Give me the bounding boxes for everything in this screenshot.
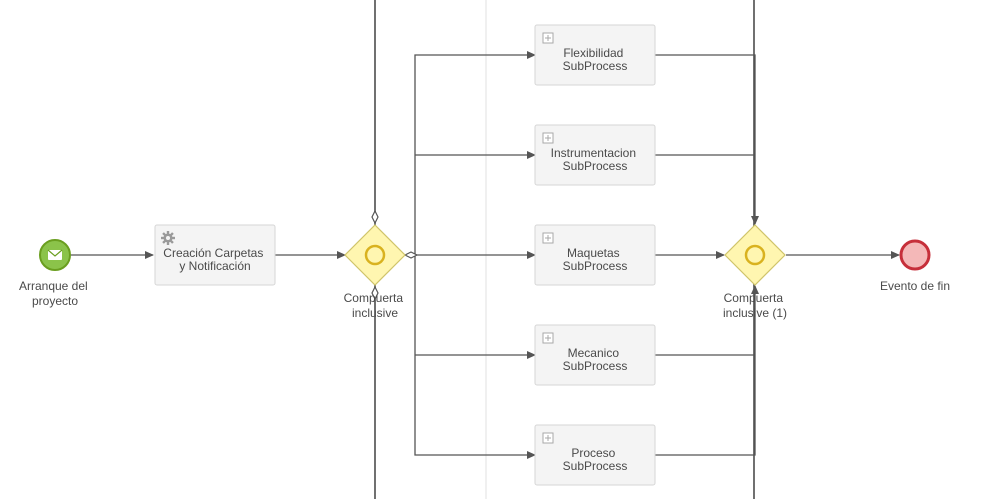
subprocess-label-line-1: Instrumentacion [551,146,636,160]
svg-text:Mecanico SubProcess: Mecanico SubProcess [563,346,628,373]
flow-gateway-to-flexibilidad[interactable] [414,51,536,255]
connector-diamond-right [403,251,419,259]
task-carpetas-label-line-1: Creación Carpetas [163,246,263,260]
svg-text:Flexibilidad SubProces: Flexibilidad SubProcess [563,46,628,73]
gateway-join[interactable]: Compuerta inclusive (1) [723,224,787,320]
flow-proceso-to-join[interactable] [655,285,759,456]
gateway-split-label-line-2: inclusive [352,306,398,320]
expand-icon[interactable] [542,132,554,144]
start-event[interactable]: Arranque del proyecto [19,239,91,308]
inclusive-marker-icon [744,244,766,266]
svg-text:Compuerta inclusive (1): Compuerta inclusive (1) [723,291,787,320]
end-event-label: Evento de fin [880,279,950,293]
subprocess-proceso[interactable]: Proceso SubProcess [534,424,656,486]
gateway-join-label-line-1: Compuerta [724,291,784,305]
gear-icon [161,231,175,245]
expand-icon[interactable] [542,32,554,44]
end-event[interactable]: Evento de fin [880,239,950,293]
subprocess-label-line-1: Proceso [571,446,615,460]
subprocess-label-line-1: Mecanico [568,346,620,360]
subprocess-instrumentacion[interactable]: Instrumentacion SubProcess [534,124,656,186]
subprocess-label-line-2: SubProcess [563,359,628,373]
svg-text:Evento de fin: Evento de fin [880,279,950,293]
svg-text:Compuerta inclusive: Compuerta inclusive [344,291,407,320]
expand-icon[interactable] [542,232,554,244]
expand-icon[interactable] [542,432,554,444]
subprocess-label-line-2: SubProcess [563,159,628,173]
expand-icon[interactable] [542,332,554,344]
svg-text:Proceso SubProcess: Proceso SubProcess [563,446,628,473]
subprocess-label-line-1: Maquetas [567,246,620,260]
subprocess-label-line-1: Flexibilidad [563,46,623,60]
start-event-label-line-1: Arranque del [19,279,88,293]
gateway-split[interactable]: Compuerta inclusive [344,224,407,320]
envelope-icon [47,249,63,260]
svg-text:Creación Carpetas y Noti: Creación Carpetas y Notificación [163,246,266,273]
gateway-split-label-line-1: Compuerta [344,291,404,305]
subprocess-mecanico[interactable]: Mecanico SubProcess [534,324,656,386]
subprocess-label-line-2: SubProcess [563,59,628,73]
svg-text:Instrumentacion SubPro: Instrumentacion SubProcess [551,146,640,173]
inclusive-marker-icon [364,244,386,266]
flow-gateway-to-proceso[interactable] [414,255,536,459]
task-carpetas-label-line-2: y Notificación [179,259,250,273]
subprocess-label-line-2: SubProcess [563,459,628,473]
start-event-label-line-2: proyecto [32,294,78,308]
subprocess-flexibilidad[interactable]: Flexibilidad SubProcess [534,24,656,86]
svg-text:Maquetas SubProcess: Maquetas SubProcess [563,246,628,273]
subprocess-label-line-2: SubProcess [563,259,628,273]
gateway-join-label-line-2: inclusive (1) [723,306,787,320]
connector-diamond-top [371,209,379,225]
task-creacion-carpetas[interactable]: Creación Carpetas y Notificación [154,224,276,286]
subprocess-list: Flexibilidad SubProcess Instrumentacion … [534,24,656,486]
svg-text:Arranque del proyecto: Arranque del proyecto [19,279,91,308]
flow-flexibilidad-to-join[interactable] [655,54,759,225]
connector-diamond-bottom [371,285,379,301]
subprocess-maquetas[interactable]: Maquetas SubProcess [534,224,656,286]
